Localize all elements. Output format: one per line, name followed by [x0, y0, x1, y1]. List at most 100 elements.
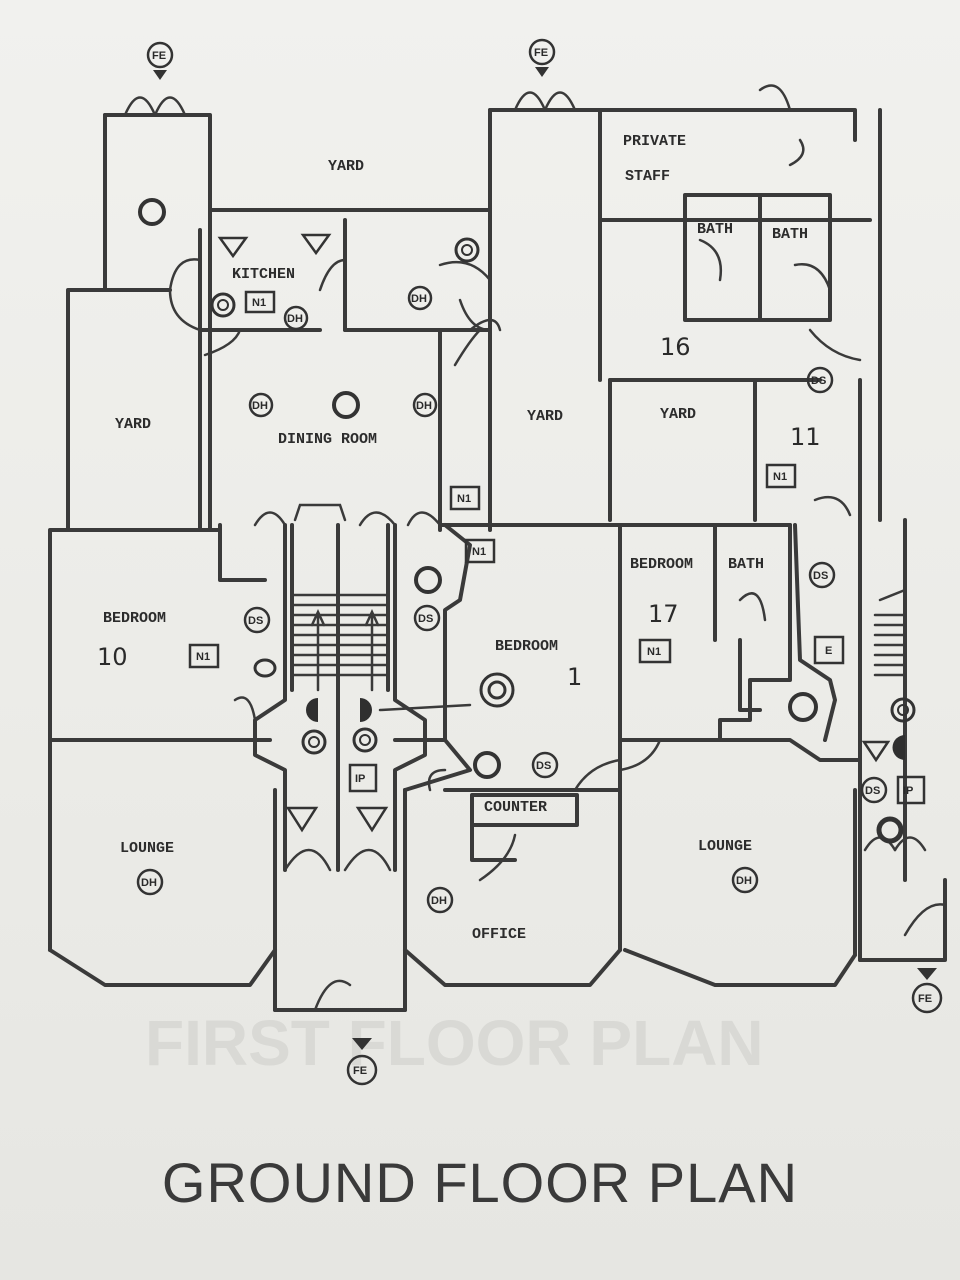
svg-text:DH: DH [287, 313, 303, 325]
label-counter: COUNTER [484, 799, 547, 816]
counter-box [470, 793, 579, 827]
counter-return [470, 823, 517, 862]
svg-text:DH: DH [431, 895, 447, 907]
smoke-detector-icon [332, 391, 360, 419]
label-lounge-left: LOUNGE [120, 840, 174, 857]
n1-boxes: N1 N1 N1 N1 N1 N1 [188, 290, 797, 669]
label-bath-2: BATH [772, 226, 808, 243]
n1-box: N1 [244, 290, 276, 314]
smoke-detector-icon [414, 566, 442, 594]
ghost-first-floor-title: FIRST FLOOR PLAN [145, 1007, 764, 1079]
fire-exit-marker: FE [146, 41, 174, 80]
label-yard-mid: YARD [527, 408, 563, 425]
dh-symbol: DH [412, 392, 438, 418]
svg-text:FE: FE [918, 993, 932, 1005]
label-dining-room: DINING ROOM [278, 431, 377, 448]
walls [48, 108, 947, 1012]
svg-text:N1: N1 [647, 646, 661, 658]
sounder-icon [479, 672, 515, 708]
ds-symbol: DS [808, 561, 836, 589]
svg-text:DH: DH [141, 877, 157, 889]
label-bath-1: BATH [697, 221, 733, 238]
label-bedroom-left: BEDROOM [103, 610, 166, 627]
svg-text:DS: DS [813, 570, 828, 582]
dh-symbol: DH [426, 886, 454, 914]
label-office: OFFICE [472, 926, 526, 943]
heat-detector-icon [890, 697, 916, 723]
ip-box: IP [348, 763, 378, 793]
svg-text:N1: N1 [472, 546, 486, 558]
label-lounge-right: LOUNGE [698, 838, 752, 855]
heat-detector-icon [210, 292, 236, 318]
ds-symbol: DS [243, 606, 271, 634]
smoke-detector-icon [876, 816, 904, 844]
n1-box: N1 [638, 638, 672, 664]
heat-detector-icon [454, 237, 480, 263]
label-bath-right: BATH [728, 556, 764, 573]
n1-box: N1 [464, 538, 496, 564]
magnetic-holder-icon [892, 735, 905, 760]
svg-text:FE: FE [152, 50, 166, 62]
ds-symbol: DS [413, 604, 441, 632]
label-yard-left: YARD [115, 416, 151, 433]
detectors [138, 198, 916, 844]
svg-text:IP: IP [355, 773, 365, 785]
warning-triangle-icon [300, 233, 332, 256]
ds-symbol: DS [531, 751, 559, 779]
magnetic-holder-icon [306, 698, 318, 722]
room-numbers: 10 1 17 16 11 [97, 333, 821, 691]
label-private: PRIVATE [623, 133, 686, 150]
heat-detector-icon [301, 729, 327, 755]
page-title: GROUND FLOOR PLAN [161, 1151, 799, 1214]
smoke-detector-icon [473, 751, 501, 779]
heat-detector-icon [352, 727, 378, 753]
split-circles [306, 698, 905, 760]
warning-triangle-icon [355, 806, 389, 833]
svg-text:DH: DH [411, 293, 427, 305]
svg-text:DS: DS [811, 375, 826, 387]
dh-symbol: DH [136, 868, 164, 896]
stair-treads [290, 588, 907, 692]
n1-box: N1 [449, 485, 481, 511]
ds-symbol: DS [860, 776, 888, 804]
e-box: E [813, 635, 845, 665]
smoke-detector-icon [138, 198, 166, 226]
dh-symbol: DH [731, 866, 759, 894]
svg-text:DS: DS [248, 615, 263, 627]
dh-symbol: DH [283, 305, 309, 331]
ip-box: IP [896, 775, 926, 805]
number-room-10: 10 [97, 643, 128, 671]
ds-symbol: DS [806, 366, 834, 394]
svg-text:DH: DH [736, 875, 752, 887]
svg-text:FE: FE [353, 1065, 367, 1077]
warning-triangles [217, 233, 891, 833]
label-staff: STAFF [625, 168, 670, 185]
svg-text:N1: N1 [773, 471, 787, 483]
svg-text:N1: N1 [457, 493, 471, 505]
n1-box: N1 [765, 463, 797, 489]
svg-text:IP: IP [903, 785, 913, 797]
svg-text:DS: DS [536, 760, 551, 772]
door-sensors: DS DS DS DS DS DS [243, 366, 888, 804]
label-bedroom-right: BEDROOM [630, 556, 693, 573]
svg-text:DH: DH [252, 400, 268, 412]
warning-triangle-icon [285, 806, 319, 833]
svg-text:E: E [825, 645, 832, 657]
ip-e-boxes: IP IP E [348, 635, 926, 805]
warning-triangle-icon [217, 236, 249, 259]
number-room-11: 11 [790, 423, 821, 451]
label-bedroom-mid: BEDROOM [495, 638, 558, 655]
fire-exit-marker: FE [346, 1038, 378, 1086]
warning-triangle-icon [861, 740, 891, 763]
label-kitchen: KITCHEN [232, 266, 295, 283]
label-yard-right: YARD [660, 406, 696, 423]
door-swings [123, 84, 947, 1012]
number-room-1: 1 [567, 663, 582, 691]
dh-symbol: DH [407, 285, 433, 311]
svg-text:DS: DS [418, 613, 433, 625]
fire-exit-marker: FE [528, 38, 556, 77]
fire-exits: FE FE FE FE [146, 38, 943, 1086]
number-room-16: 16 [660, 333, 691, 361]
svg-text:N1: N1 [196, 651, 210, 663]
